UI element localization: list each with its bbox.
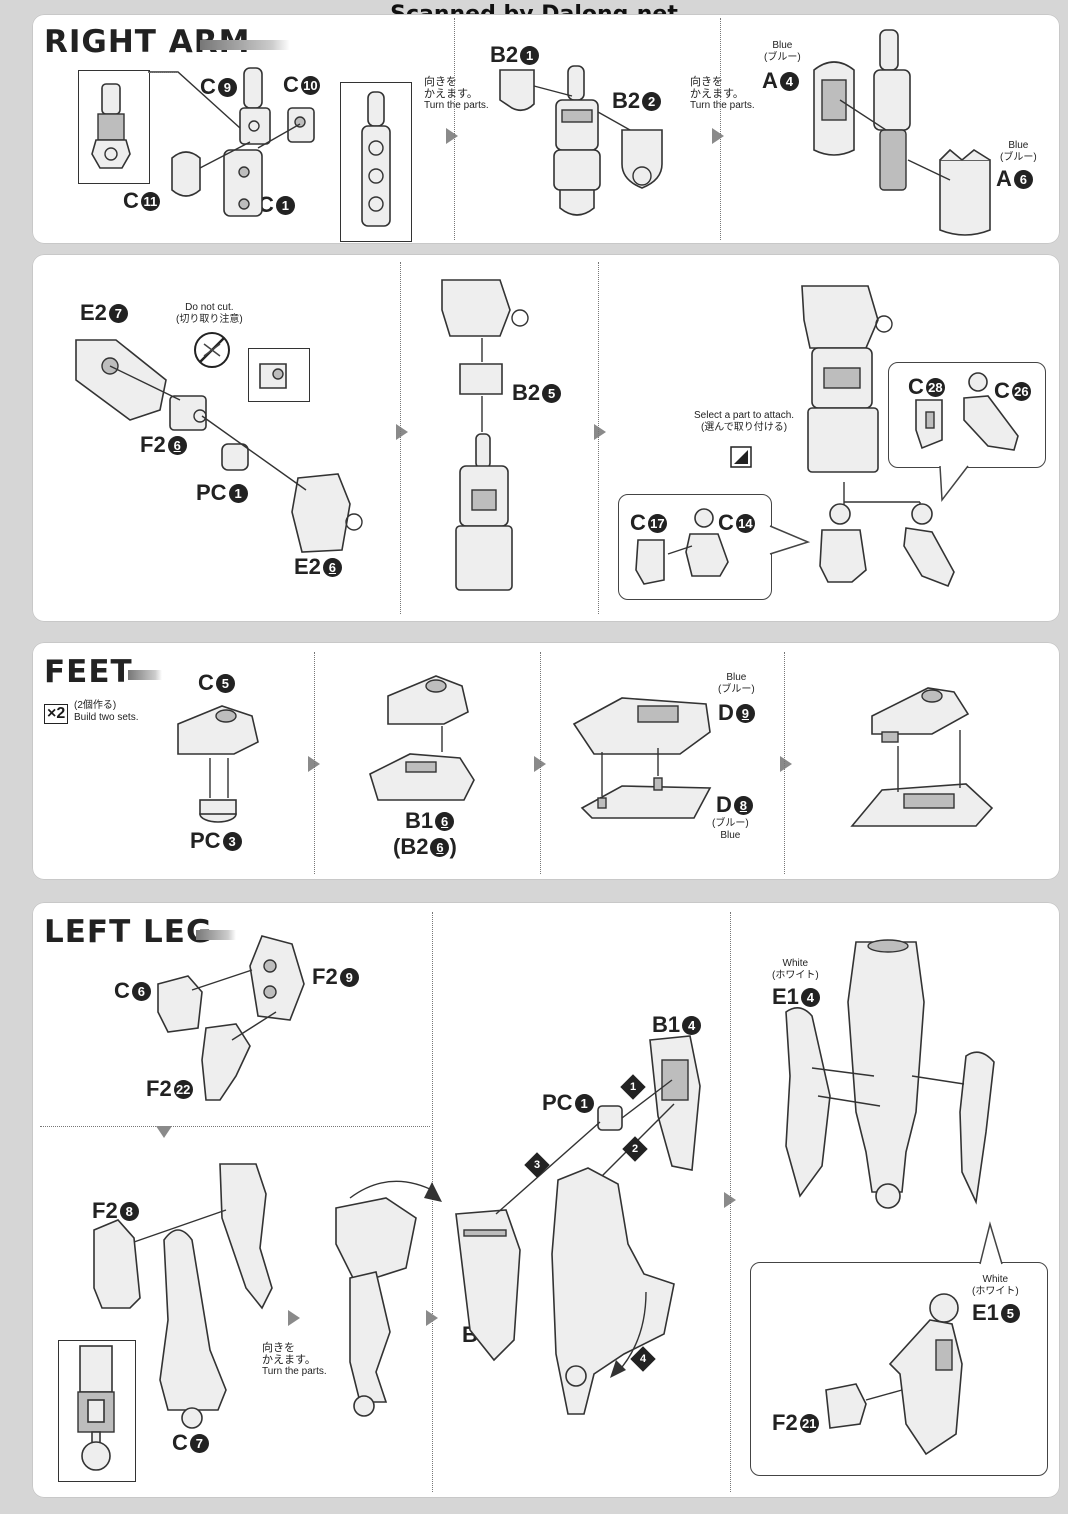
section-title-bar xyxy=(200,40,290,50)
hands-drawing xyxy=(819,503,955,588)
upper-arm-parts-drawing xyxy=(171,67,315,217)
full-leg-drawing xyxy=(785,939,995,1209)
gate-detail-drawing xyxy=(259,363,287,389)
shoulder-parts-drawing xyxy=(75,339,363,553)
do-not-cut-note: Do not cut.(切り取り注意) xyxy=(176,302,243,325)
fist-hand-parts-drawing xyxy=(635,508,729,585)
section-title-bar xyxy=(196,930,236,940)
section-title-left-leg: LEFT LEG xyxy=(44,914,213,950)
divider xyxy=(432,912,433,1492)
section-title-feet: FEET xyxy=(44,654,133,690)
foot-frame-drawing xyxy=(369,675,475,801)
thigh-option-drawing xyxy=(825,1293,963,1456)
no-cut-icon xyxy=(194,332,230,368)
step-arrow xyxy=(288,1310,300,1326)
color-note-a6: Blue(ブルー) xyxy=(1000,140,1037,163)
arm-joint-detail-drawing xyxy=(91,83,131,169)
foot-assembly-drawing xyxy=(850,687,994,827)
callout-pointer xyxy=(979,1221,1003,1265)
assembled-arm-drawing xyxy=(361,91,391,227)
divider xyxy=(720,18,721,240)
build-two-note: (2個作る)Build two sets. xyxy=(74,700,139,723)
shin-assembly-drawing xyxy=(455,1035,701,1415)
step-arrow xyxy=(780,756,792,772)
divider xyxy=(40,1126,430,1127)
select-part-icon xyxy=(730,446,752,468)
color-note-e1-5: White(ホワイト) xyxy=(972,1274,1019,1297)
divider xyxy=(314,652,315,874)
color-note-a4: Blue(ブルー) xyxy=(764,40,801,63)
section-title-bar xyxy=(128,670,162,680)
divider xyxy=(540,652,541,874)
elbow-assembly-drawing xyxy=(499,65,663,216)
step-arrow xyxy=(594,424,606,440)
knee-rotated-drawing xyxy=(335,1180,442,1417)
turn-note-3: 向きを かえます。 Turn the parts. xyxy=(262,1342,327,1377)
down-arrow xyxy=(156,1126,172,1138)
build-two-badge: ×2 xyxy=(44,702,69,724)
ball-joint-detail-drawing xyxy=(77,1345,115,1471)
step-arrow xyxy=(712,128,724,144)
full-arm-drawing xyxy=(801,285,893,473)
color-note-e1-4: White(ホワイト) xyxy=(772,958,819,981)
ankle-parts-drawing xyxy=(177,705,259,823)
color-note-d8: (ブルー)Blue xyxy=(712,818,749,841)
sole-parts-drawing xyxy=(572,697,712,819)
turn-note-2: 向きを かえます。 Turn the parts. xyxy=(690,76,755,111)
divider xyxy=(400,262,401,614)
callout-pointer xyxy=(939,465,969,503)
knee-parts-drawing xyxy=(157,935,305,1101)
feet-panel xyxy=(32,642,1060,880)
step-arrow xyxy=(426,1310,438,1326)
open-hand-parts-drawing xyxy=(915,372,1019,451)
step-arrow xyxy=(396,424,408,440)
divider xyxy=(454,18,455,240)
inset-pointer-line xyxy=(148,72,178,73)
turn-note-1: 向きを かえます。 Turn the parts. xyxy=(424,76,489,111)
step-arrow xyxy=(446,128,458,144)
color-note-d9: Blue(ブルー) xyxy=(718,672,755,695)
lower-leg-frame-drawing xyxy=(93,1163,273,1429)
divider xyxy=(730,912,731,1492)
divider xyxy=(598,262,599,614)
forearm-armor-drawing xyxy=(813,29,991,236)
shoulder-assembly-drawing xyxy=(441,279,529,591)
divider xyxy=(784,652,785,874)
callout-pointer xyxy=(769,525,811,555)
select-part-note: Select a part to attach.(選んで取り付ける) xyxy=(694,410,795,433)
